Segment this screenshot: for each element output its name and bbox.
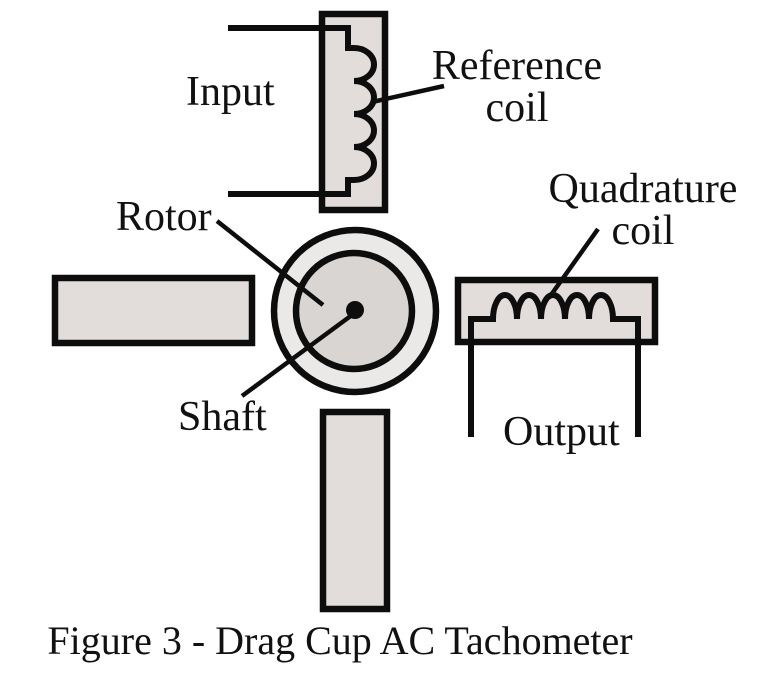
quadrature-coil-label: Quadrature coil [549,168,738,252]
stator-pole-bottom [319,408,391,613]
figure-caption: Figure 3 - Drag Cup AC Tachometer [47,618,633,663]
reference-coil-label-line1: Reference [431,43,603,89]
output-label: Output [503,409,620,455]
quadrature-coil-label-line2: coil [611,208,675,254]
quadrature-coil-leader-line [549,227,600,297]
reference-coil-leader-line [371,83,445,105]
reference-coil-label: Reference coil [432,45,602,129]
rotor-leader-line [215,219,325,307]
shaft-leader-line [240,313,354,398]
input-label: Input [186,69,275,115]
rotor-label: Rotor [116,194,212,240]
reference-coil-winding [228,25,377,197]
shaft-label: Shaft [178,394,267,440]
stator-pole-left [51,274,256,347]
quadrature-coil-label-line1: Quadrature [548,166,738,212]
reference-coil-label-line2: coil [485,85,549,131]
